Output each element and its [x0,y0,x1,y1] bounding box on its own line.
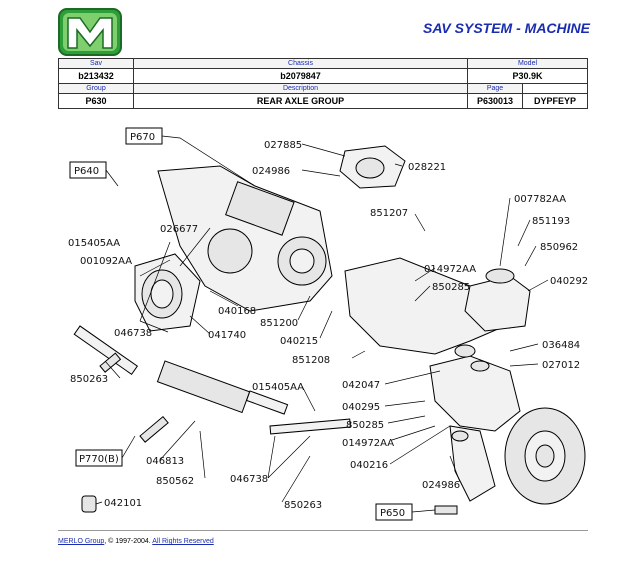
tie-rod-right [269,418,351,435]
part-label-001092AA: 001092AA [80,256,132,267]
part-label-851208: 851208 [292,355,330,366]
page-title: SAV SYSTEM - MACHINE [423,20,590,36]
chassis-label: Chassis [133,58,468,69]
part-label-014972AA: 014972AA [424,264,476,275]
part-label-046738-b: 046738 [230,474,268,485]
sav-value: b213432 [58,68,134,84]
svg-text:P650: P650 [380,508,405,519]
wheel-hub [429,355,586,505]
page-label: Page [467,83,523,94]
part-label-851193: 851193 [532,216,570,227]
model-label: Model [467,58,588,69]
part-label-040295: 040295 [342,402,380,413]
description-value: REAR AXLE GROUP [133,93,468,109]
part-label-024986: 024986 [252,166,290,177]
part-label-007782AA: 007782AA [514,194,566,205]
part-label-850263-b: 850263 [284,500,322,511]
part-label-040168: 040168 [218,306,256,317]
page-value: P630013 [467,93,523,109]
bearing-block [339,145,406,189]
support-bracket [464,268,531,332]
part-label-850285-b: 850285 [346,420,384,431]
connector-plug-2 [434,505,458,515]
seal-ring [454,344,476,358]
ref-box-p640: P640 [69,161,107,179]
part-label-042101: 042101 [104,498,142,509]
differential-housing [157,165,333,312]
tie-rod-left [73,325,289,415]
page-code: DYPFEYP [522,93,588,109]
svg-text:P770(B): P770(B) [79,454,119,465]
part-label-036484: 036484 [542,340,580,351]
part-label-015405AA-b: 015405AA [252,382,304,393]
part-label-850562: 850562 [156,476,194,487]
part-label-026677: 026677 [160,224,198,235]
connector-plug [139,416,169,443]
part-label-041740: 041740 [208,330,246,341]
ref-box-p670: P670 [125,127,163,145]
group-label: Group [58,83,134,94]
sav-label: Sav [58,58,134,69]
knuckle-arm [449,425,496,502]
merlo-logo [58,8,122,56]
description-label: Description [133,83,468,94]
part-label-850263-a: 850263 [70,374,108,385]
footer: MERLO Group, © 1997-2004. All Rights Res… [58,538,214,545]
footer-divider [58,530,588,531]
rear-axle-diagram: P670 P640 P770(B) P650 027885 024986 028… [68,127,588,521]
part-label-851200: 851200 [260,318,298,329]
part-label-046738-a: 046738 [114,328,152,339]
rights-link[interactable]: All Rights Reserved [152,538,214,545]
part-label-040215: 040215 [280,336,318,347]
part-label-046813: 046813 [146,456,184,467]
bushing [470,360,490,372]
group-value: P630 [58,93,134,109]
copyright-text: , © 1997-2004. [104,538,153,545]
chassis-value: b2079847 [133,68,468,84]
part-label-014972AA-b: 014972AA [342,438,394,449]
part-label-042047: 042047 [342,380,380,391]
part-label-024986-b: 024986 [422,480,460,491]
svg-text:P640: P640 [74,166,99,177]
part-label-015405AA: 015405AA [68,238,120,249]
nut [81,495,97,513]
thrust-washer [451,430,469,442]
axle-flange [134,253,201,332]
grease-fitting [99,352,122,373]
part-label-027012: 027012 [542,360,580,371]
part-label-040292: 040292 [550,276,588,287]
part-label-027885: 027885 [264,140,302,151]
part-label-851207: 851207 [370,208,408,219]
company-link[interactable]: MERLO Group [58,538,105,545]
part-label-040216: 040216 [350,460,388,471]
model-value: P30.9K [467,68,588,84]
svg-text:P670: P670 [130,132,155,143]
header-table: Sav Chassis Model b213432 b2079847 P30.9… [58,58,588,109]
ref-box-p650: P650 [375,503,413,521]
part-label-850962: 850962 [540,242,578,253]
ref-box-p770b: P770(B) [75,449,123,467]
part-label-028221: 028221 [408,162,446,173]
part-label-850285: 850285 [432,282,470,293]
